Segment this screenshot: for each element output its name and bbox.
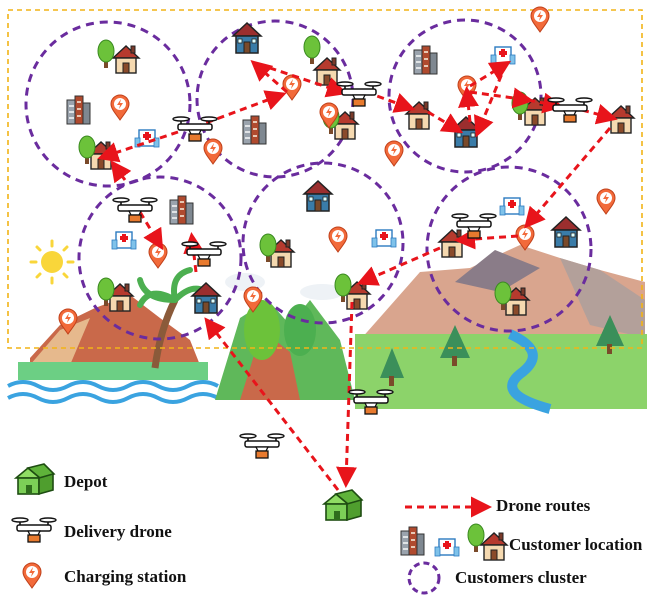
house-icon [232, 22, 262, 54]
charging-station-icon [148, 242, 168, 269]
route-segment [257, 62, 348, 98]
hospital-icon [490, 46, 516, 65]
apartment-icon [169, 195, 194, 225]
route-segment [110, 160, 132, 184]
route-segment [469, 87, 534, 109]
legend-depot-icon [15, 463, 55, 495]
apartment-icon [413, 45, 438, 75]
drone-icon [239, 433, 285, 459]
drone-icon [336, 81, 382, 107]
sun-icon [29, 239, 75, 285]
cluster-3 [387, 18, 543, 174]
charging-station-icon [384, 140, 404, 167]
cluster-6 [425, 165, 593, 333]
house-icon [551, 216, 581, 248]
house-icon [303, 180, 333, 212]
house-icon [405, 101, 433, 130]
legend-customers-cluster-label: Customers cluster [455, 568, 587, 587]
legend-apartment-icon [400, 526, 425, 556]
legend-drone-icon [11, 517, 57, 543]
tree-icon [303, 35, 321, 65]
house-icon [313, 57, 341, 86]
drone-icon [547, 97, 593, 123]
route-segment [581, 103, 618, 125]
route-segment [458, 86, 479, 123]
charging-station-icon [530, 6, 550, 33]
route-segment [524, 127, 612, 229]
route-segment [356, 246, 441, 286]
house-icon [112, 45, 140, 74]
legend-depot-label: Depot [64, 472, 108, 491]
depot-icon [323, 489, 363, 521]
hospital-icon [111, 231, 137, 250]
charging-station-icon [110, 94, 130, 121]
charging-station-icon [596, 188, 616, 215]
legend-cluster-circle [407, 561, 441, 595]
legend-tree-icon [467, 523, 485, 553]
drone-icon [112, 197, 158, 223]
route-segment [474, 63, 508, 138]
route-segment [454, 228, 519, 250]
service-region-border [7, 9, 643, 349]
hospital-icon [371, 229, 397, 248]
charging-station-icon [203, 138, 223, 165]
house-icon [451, 116, 481, 148]
apartment-icon [242, 115, 267, 145]
drone-icon [172, 116, 218, 142]
legend-house-icon [480, 532, 508, 561]
route-segment [365, 90, 416, 113]
hospital-icon [499, 197, 525, 216]
legend-charging-icon [22, 562, 42, 589]
legend-hospital-icon [434, 538, 460, 557]
tree-icon [97, 39, 115, 69]
house-icon [438, 229, 466, 258]
legend-charging-station-label: Charging station [64, 567, 187, 586]
drone-icon [181, 241, 227, 267]
legend-customer-location-label: Customer location [509, 535, 643, 554]
landscape [7, 239, 647, 414]
legend-drone-routes-label: Drone routes [496, 496, 591, 515]
cluster-5 [241, 161, 405, 325]
route-segment [138, 211, 164, 251]
route-segment [427, 110, 464, 134]
house-icon [607, 105, 635, 134]
cluster-4 [77, 175, 243, 341]
charging-station-icon [328, 226, 348, 253]
route-segment [194, 90, 287, 129]
legend [11, 463, 508, 595]
legend-delivery-drone-label: Delivery drone [64, 522, 172, 541]
customer-clusters [24, 18, 593, 341]
apartment-icon [66, 95, 91, 125]
cluster-1 [24, 20, 192, 188]
route-segment [97, 130, 179, 163]
